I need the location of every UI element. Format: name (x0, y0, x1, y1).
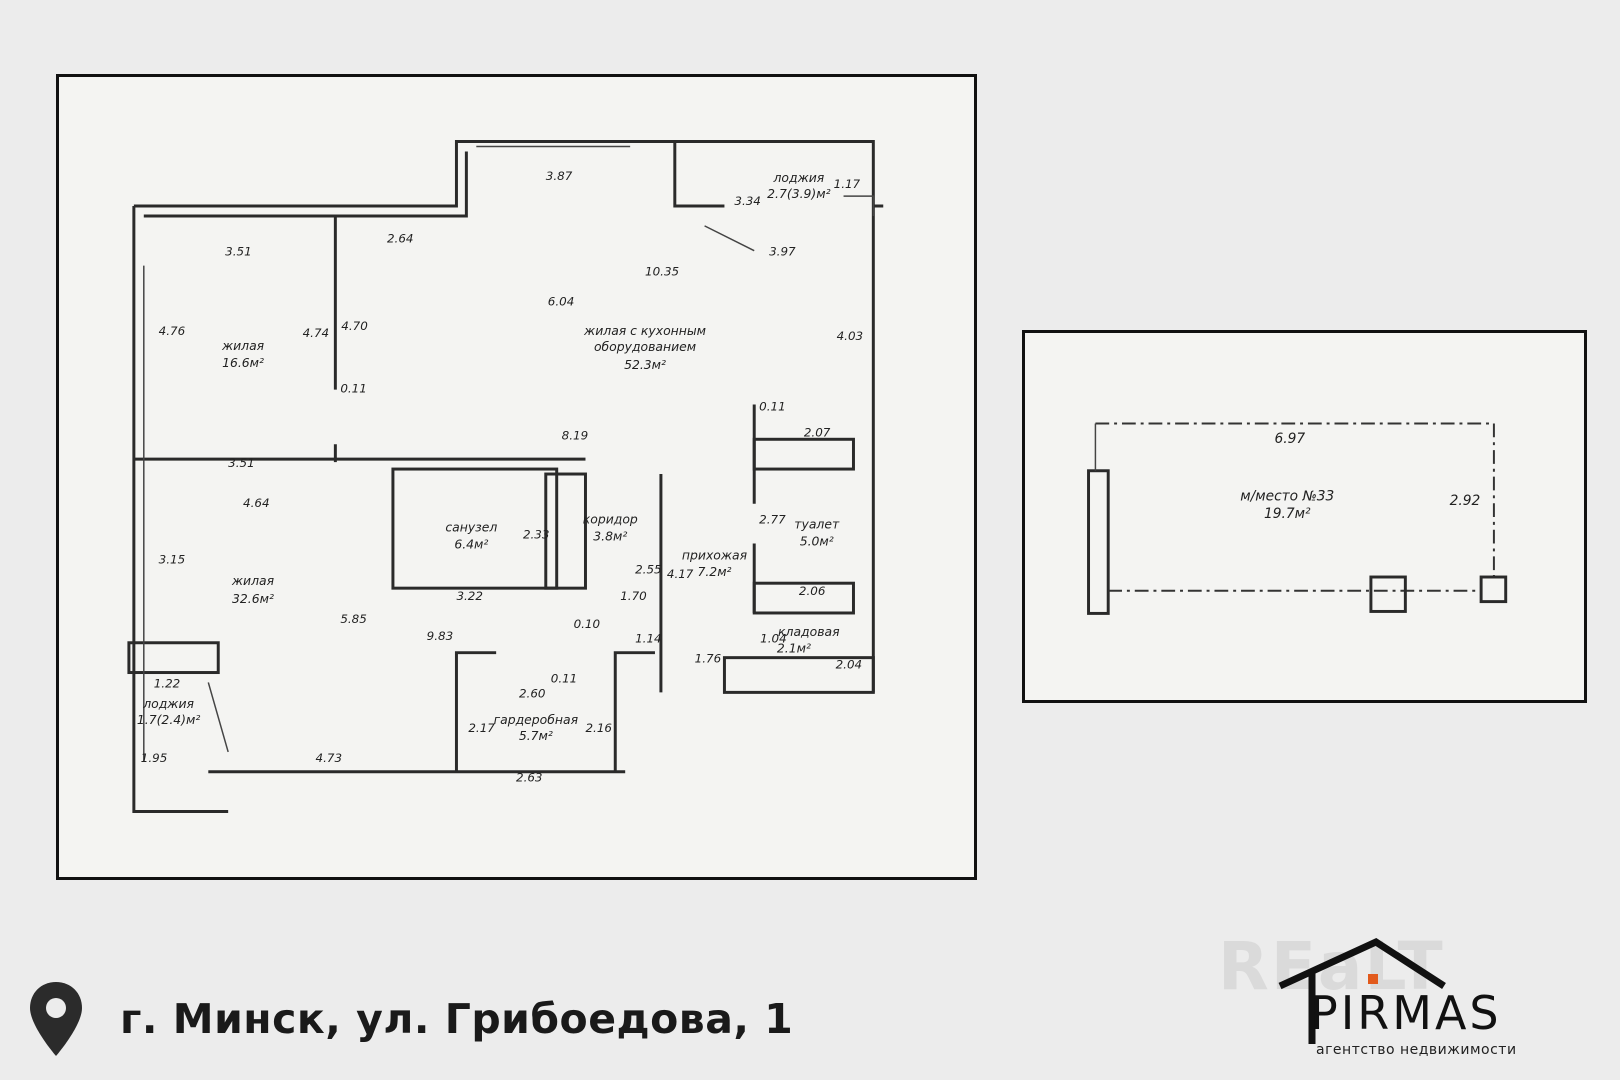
svg-text:кладовая: кладовая (778, 624, 840, 639)
svg-text:4.70: 4.70 (341, 319, 368, 333)
svg-text:3.8м²: 3.8м² (593, 529, 627, 544)
svg-text:5.85: 5.85 (340, 612, 367, 626)
svg-text:2.63: 2.63 (516, 771, 543, 785)
svg-text:2.07: 2.07 (804, 425, 831, 439)
floor-plan-drawing: жилая 16.6м² жилая с кухонным оборудован… (127, 140, 884, 813)
svg-text:4.64: 4.64 (243, 496, 270, 510)
svg-text:оборудованием: оборудованием (594, 339, 696, 354)
svg-text:2.64: 2.64 (387, 232, 414, 246)
svg-text:1.95: 1.95 (141, 751, 168, 765)
room-living-kitchen: жилая с кухонным оборудованием 52.3м² (583, 323, 706, 372)
svg-text:16.6м²: 16.6м² (222, 355, 264, 370)
svg-text:прихожая: прихожая (682, 547, 748, 562)
svg-text:6.04: 6.04 (548, 294, 575, 308)
svg-text:8.19: 8.19 (562, 428, 589, 442)
svg-text:4.17: 4.17 (667, 567, 694, 581)
svg-text:3.22: 3.22 (456, 589, 483, 603)
svg-text:0.11: 0.11 (759, 399, 786, 413)
logo-tagline: агентство недвижимости (1316, 1042, 1517, 1058)
svg-text:2.06: 2.06 (799, 584, 826, 598)
svg-text:2.55: 2.55 (635, 562, 662, 576)
svg-text:2.33: 2.33 (523, 528, 550, 542)
svg-text:3.51: 3.51 (225, 245, 252, 259)
svg-text:32.6м²: 32.6м² (232, 591, 274, 606)
room-storage: кладовая 2.1м² (777, 624, 840, 656)
room-bathroom: санузел 6.4м² (445, 520, 497, 552)
floor-plan-panel: жилая 16.6м² жилая с кухонным оборудован… (56, 74, 977, 880)
svg-text:52.3м²: 52.3м² (624, 357, 666, 372)
svg-text:4.73: 4.73 (316, 751, 343, 765)
address-block: г. Минск, ул. Грибоедова, 1 (28, 980, 793, 1058)
room-corridor: коридор 3.8м² (583, 512, 638, 544)
svg-text:7.2м²: 7.2м² (697, 564, 731, 579)
svg-text:5.7м²: 5.7м² (519, 728, 553, 743)
svg-text:3.51: 3.51 (228, 456, 255, 470)
svg-text:3.87: 3.87 (546, 169, 573, 183)
room-loggia-bottom: лоджия 1.7(2.4)м² (137, 696, 200, 727)
logo-brand-name: PIRMAS (1310, 986, 1502, 1040)
svg-text:жилая: жилая (221, 338, 265, 353)
svg-text:2.16: 2.16 (585, 721, 612, 735)
svg-text:1.7(2.4)м²: 1.7(2.4)м² (137, 712, 200, 727)
svg-text:гардеробная: гардеробная (494, 712, 579, 727)
svg-text:2.7(3.9)м²: 2.7(3.9)м² (767, 186, 830, 201)
house-roof-icon (1278, 938, 1446, 1044)
room-hallway: прихожая 7.2м² (682, 547, 748, 579)
svg-text:лоджия: лоджия (773, 170, 825, 185)
svg-text:жилая: жилая (231, 573, 275, 588)
location-pin-icon (30, 982, 82, 1056)
svg-text:5.0м²: 5.0м² (800, 533, 834, 548)
room-loggia-top: лоджия 2.7(3.9)м² (767, 170, 830, 201)
svg-text:1.76: 1.76 (695, 652, 722, 666)
svg-text:4.76: 4.76 (159, 324, 186, 338)
room-toilet: туалет 5.0м² (794, 517, 840, 549)
svg-text:жилая с кухонным: жилая с кухонным (583, 323, 706, 338)
svg-text:2.17: 2.17 (468, 721, 495, 735)
svg-text:9.83: 9.83 (427, 629, 454, 643)
parking-length: 6.97 (1274, 431, 1305, 447)
svg-text:1.04: 1.04 (760, 632, 787, 646)
room-living-32: жилая 32.6м² (231, 573, 275, 606)
svg-text:4.03: 4.03 (837, 329, 864, 343)
dimension-labels: 3.87 3.34 1.17 2.64 3.51 3.97 10.35 4.76… (141, 169, 863, 784)
room-living-16: жилая 16.6м² (221, 338, 265, 370)
svg-text:2.60: 2.60 (519, 686, 546, 700)
svg-text:1.17: 1.17 (834, 177, 861, 191)
room-wardrobe: гардеробная 5.7м² (494, 712, 579, 743)
address-text: г. Минск, ул. Грибоедова, 1 (120, 995, 794, 1043)
svg-text:3.34: 3.34 (734, 194, 761, 208)
svg-text:коридор: коридор (583, 512, 638, 527)
svg-text:19.7м²: 19.7м² (1264, 506, 1311, 522)
svg-text:2.1м²: 2.1м² (777, 641, 811, 656)
svg-text:лоджия: лоджия (142, 696, 194, 711)
svg-text:4.74: 4.74 (303, 326, 330, 340)
parking-plan-drawing: м/место №33 19.7м² 6.97 2.92 (1087, 422, 1508, 615)
svg-text:0.10: 0.10 (574, 617, 601, 631)
svg-text:1.22: 1.22 (154, 676, 181, 690)
svg-text:0.11: 0.11 (551, 671, 578, 685)
svg-text:10.35: 10.35 (645, 265, 679, 279)
svg-text:6.4м²: 6.4м² (454, 536, 488, 551)
svg-text:3.97: 3.97 (769, 245, 796, 259)
svg-text:0.11: 0.11 (340, 382, 367, 396)
parking-plan-panel: м/место №33 19.7м² 6.97 2.92 (1022, 330, 1587, 703)
parking-space-label: м/место №33 19.7м² (1240, 488, 1334, 522)
svg-text:1.14: 1.14 (635, 632, 662, 646)
svg-text:1.70: 1.70 (620, 589, 647, 603)
pirmas-logo: REaLT PIRMAS агентство недвижимости (1218, 928, 1598, 1068)
parking-width: 2.92 (1450, 493, 1481, 509)
svg-text:санузел: санузел (445, 520, 497, 535)
svg-text:м/место №33: м/место №33 (1240, 488, 1334, 504)
svg-text:3.15: 3.15 (159, 552, 186, 566)
svg-text:2.77: 2.77 (759, 513, 786, 527)
svg-text:туалет: туалет (794, 517, 840, 532)
svg-text:2.04: 2.04 (836, 658, 863, 672)
